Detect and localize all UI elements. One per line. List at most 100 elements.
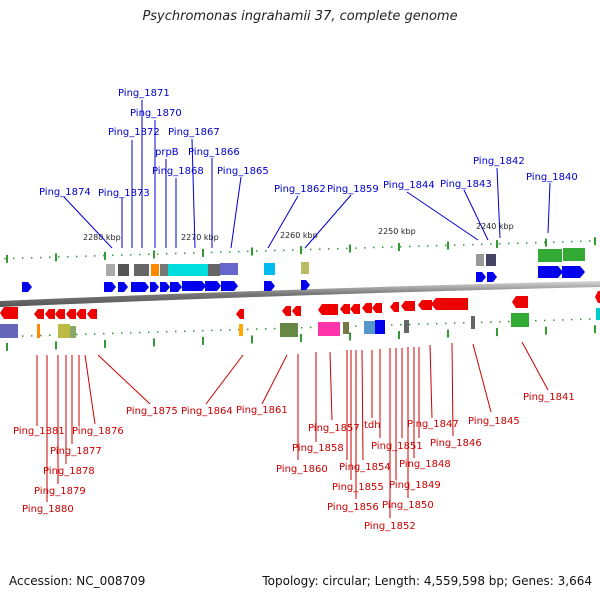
tick-dot — [40, 256, 42, 259]
tick-dot — [130, 254, 132, 256]
tick-dot — [139, 331, 141, 334]
major-tick — [104, 339, 106, 348]
tick-dot — [427, 245, 429, 247]
major-tick — [300, 246, 302, 254]
gene-label-ping-1868: Ping_1868 — [152, 166, 204, 177]
tick-dot — [40, 334, 42, 337]
major-tick — [447, 329, 449, 338]
forward-feature-boxes — [106, 248, 585, 276]
tick-dot — [427, 323, 429, 325]
major-tick — [153, 250, 155, 259]
gene-label-ping-1840: Ping_1840 — [526, 172, 578, 183]
tick-dot — [238, 328, 240, 331]
reverse-feature-boxes — [0, 308, 600, 338]
tick-dot — [85, 333, 87, 335]
tick-dot — [265, 328, 267, 330]
tick-dot — [31, 335, 33, 337]
major-tick — [6, 254, 8, 263]
tick-dot — [76, 333, 78, 336]
tick-dot — [490, 243, 492, 245]
tick-dot — [391, 324, 393, 326]
reverse-gene-arrows — [0, 291, 600, 319]
gene-label-ping-1860: Ping_1860 — [276, 464, 328, 475]
tick-dot — [247, 328, 249, 331]
tick-dot — [499, 321, 501, 323]
scale-label: 2260 kbp — [280, 231, 318, 240]
tick-dot — [184, 330, 186, 332]
tick-dot — [112, 254, 114, 257]
tick-dot — [463, 244, 465, 246]
tick-dot — [553, 241, 555, 243]
tick-dot — [112, 332, 114, 335]
tick-dot — [157, 331, 159, 333]
gene-label-ping-1841: Ping_1841 — [523, 392, 575, 403]
scale-labels: 2280 kbp 2270 kbp 2260 kbp 2250 kbp 2240… — [83, 222, 514, 242]
scale-label: 2240 kbp — [476, 222, 514, 231]
forward-gene-labels: Ping_1874 Ping_1873 Ping_1872 Ping_1871 … — [39, 88, 578, 199]
tick-dot — [265, 250, 267, 252]
tick-dot — [418, 245, 420, 247]
tick-dot — [544, 319, 546, 322]
tick-dot — [481, 243, 483, 246]
tick-dot — [22, 257, 24, 259]
tick-dot — [319, 248, 321, 250]
gene-label-ping-1875: Ping_1875 — [126, 406, 178, 417]
tick-dot — [562, 241, 564, 243]
gene-label-ping-1862: Ping_1862 — [274, 184, 326, 195]
major-tick — [447, 241, 449, 250]
tick-dot — [292, 249, 294, 251]
gene-label-ping-1865: Ping_1865 — [217, 166, 269, 177]
tick-dot — [94, 255, 96, 257]
tick-dot — [535, 319, 537, 322]
tick-dot — [436, 322, 438, 325]
tick-dot — [454, 322, 456, 324]
tick-dot — [535, 241, 537, 244]
tick-dot — [445, 244, 447, 247]
gene-label-prpb: prpB — [155, 147, 179, 158]
tick-dot — [283, 249, 285, 252]
tick-dot — [211, 251, 213, 254]
tick-dot — [85, 255, 87, 257]
tick-dot — [445, 322, 447, 325]
gene-label-ping-1855: Ping_1855 — [332, 482, 384, 493]
tick-dot — [373, 246, 375, 249]
tick-dot — [571, 318, 573, 321]
gene-label-ping-1880: Ping_1880 — [22, 504, 74, 515]
tick-dot — [148, 253, 150, 256]
gene-label-ping-1850: Ping_1850 — [382, 500, 434, 511]
tick-dot — [76, 255, 78, 258]
tick-dot — [364, 247, 366, 249]
tick-dot — [490, 321, 492, 323]
gene-label-ping-1857: Ping_1857 — [308, 423, 360, 434]
major-tick — [594, 325, 596, 334]
tick-dot — [310, 248, 312, 251]
gene-label-ping-1858: Ping_1858 — [292, 443, 344, 454]
tick-dot — [238, 250, 240, 253]
gene-label-ping-1861: Ping_1861 — [236, 405, 288, 416]
tick-dot — [103, 254, 105, 257]
major-tick — [104, 251, 106, 260]
tick-dot — [310, 326, 312, 329]
gene-label-ping-1854: Ping_1854 — [339, 462, 391, 473]
scale-label: 2270 kbp — [181, 233, 219, 242]
tick-dot — [436, 244, 438, 247]
gene-label-ping-1848: Ping_1848 — [399, 459, 451, 470]
gene-label-ping-1846: Ping_1846 — [430, 438, 482, 449]
tick-dot — [193, 252, 195, 254]
tick-dot — [409, 245, 411, 248]
tick-dot — [526, 242, 528, 244]
tick-dot — [382, 246, 384, 249]
major-tick — [496, 240, 498, 249]
gene-label-ping-1871: Ping_1871 — [118, 88, 170, 99]
tick-dot — [22, 335, 24, 337]
tick-dot — [13, 257, 15, 260]
major-tick — [251, 247, 253, 256]
gene-label-ping-1877: Ping_1877 — [50, 446, 102, 457]
tick-dot — [517, 242, 519, 244]
tick-dot — [301, 326, 303, 329]
tick-dot — [346, 247, 348, 250]
tick-dot — [157, 253, 159, 255]
gene-label-ping-1874: Ping_1874 — [39, 187, 91, 198]
gene-label-ping-1849: Ping_1849 — [389, 480, 441, 491]
